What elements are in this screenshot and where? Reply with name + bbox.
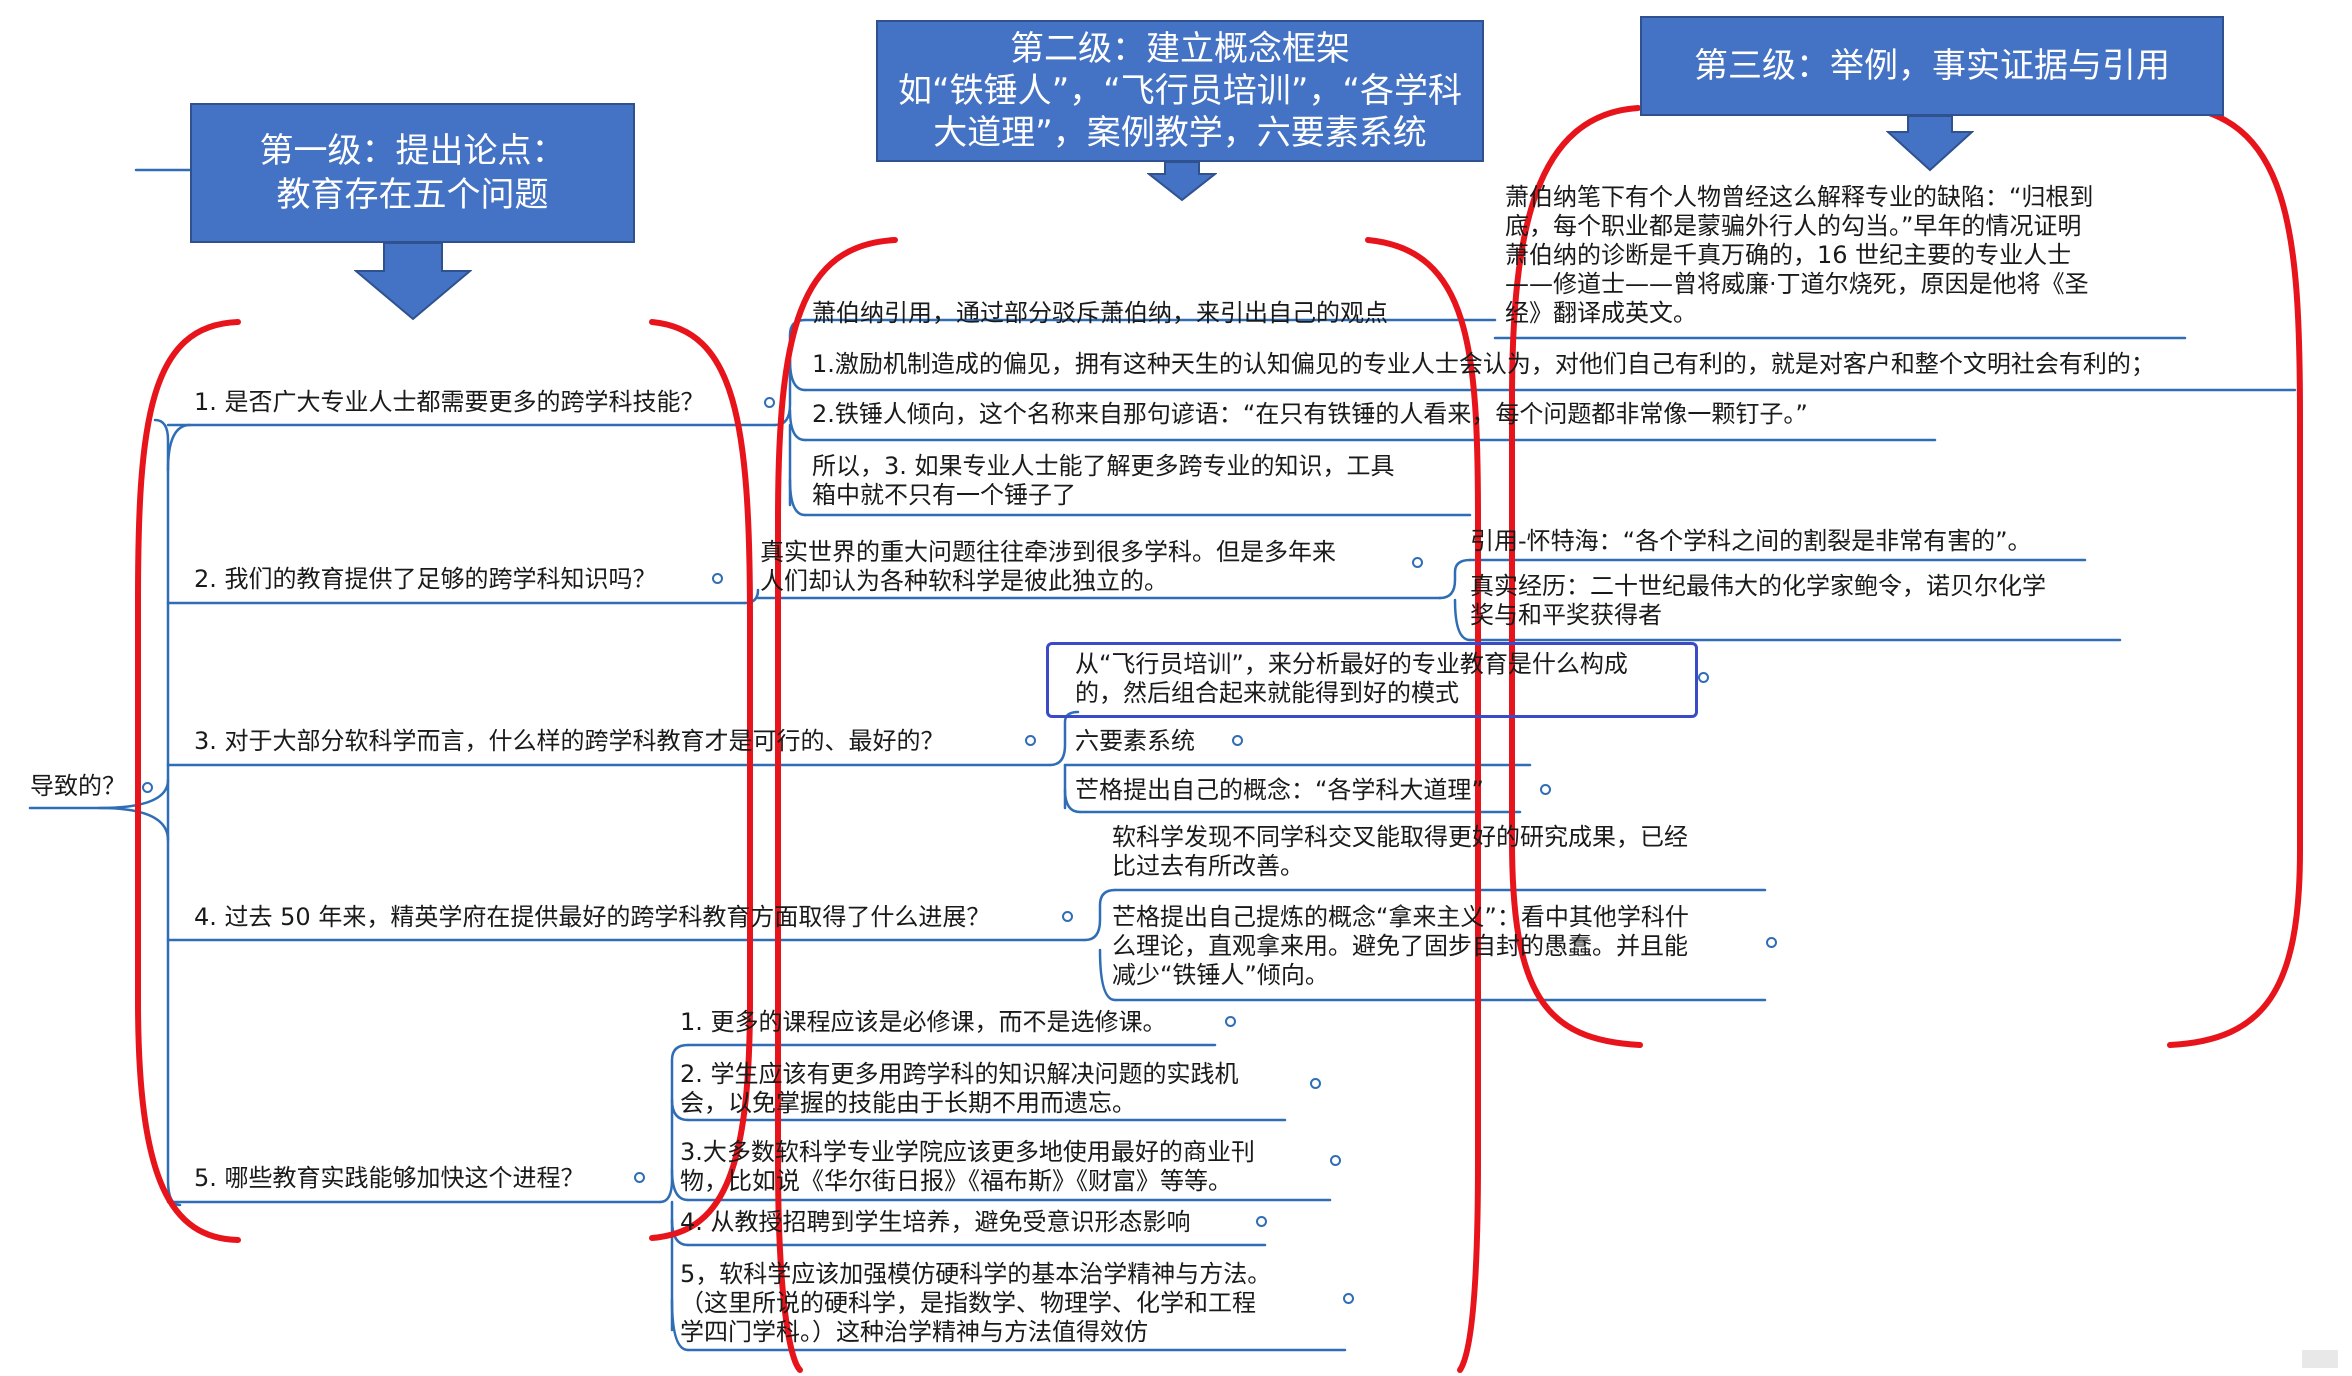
level1-line-2: 教育存在五个问题 <box>276 175 549 215</box>
q1-child-incentive-bias[interactable]: 1.激励机制造成的偏见，拥有这种天生的认知偏见的专业人士会认为，对他们自己有利的… <box>812 350 2155 378</box>
level3-arrow-icon <box>1886 116 1974 172</box>
level3-callout: 第三级：举例，事实证据与引用 <box>1640 16 2224 116</box>
q1-child-conclusion[interactable]: 所以，3. 如果专业人士能了解更多跨专业的知识，工具 箱中就不只有一个锤子了 <box>812 452 1395 509</box>
question-3[interactable]: 3. 对于大部分软科学而言，什么样的跨学科教育才是可行的、最好的？ <box>194 727 945 755</box>
collapse-icon[interactable] <box>1412 557 1423 568</box>
collapse-icon[interactable] <box>1766 937 1777 948</box>
collapse-icon[interactable] <box>1256 1216 1267 1227</box>
q2-child-real-world[interactable]: 真实世界的重大问题往往牵涉到很多学科。但是多年来 人们却认为各种软科学是彼此独立… <box>760 538 1336 595</box>
collapse-icon[interactable] <box>1330 1155 1341 1166</box>
question-5[interactable]: 5. 哪些教育实践能够加快这个进程？ <box>194 1164 585 1192</box>
level1-callout: 第一级：提出论点： 教育存在五个问题 <box>190 103 635 243</box>
collapse-icon[interactable] <box>1025 735 1036 746</box>
q5-child-required-courses[interactable]: 1. 更多的课程应该是必修课，而不是选修课。 <box>680 1008 1167 1036</box>
collapse-icon[interactable] <box>1540 784 1551 795</box>
collapse-icon[interactable] <box>1225 1016 1236 1027</box>
q5-child-ideology[interactable]: 4. 从教授招聘到学生培养，避免受意识形态影响 <box>680 1208 1191 1236</box>
collapse-icon[interactable] <box>1310 1078 1321 1089</box>
level2-callout: 第二级：建立概念框架 如“铁锤人”，“飞行员培训”，“各学科 大道理”，案例教学… <box>876 20 1484 162</box>
level1-arrow-icon <box>354 243 472 321</box>
bracket-left-open <box>135 319 241 1243</box>
level1-line-1: 第一级：提出论点： <box>259 131 566 171</box>
q3-child-pilot-training[interactable]: 从“飞行员培训”，来分析最好的专业教育是什么构成 的，然后组合起来就能得到好的模… <box>1075 650 1628 707</box>
collapse-icon[interactable] <box>1698 672 1709 683</box>
collapse-icon[interactable] <box>634 1172 645 1183</box>
q3-child-six-elements[interactable]: 六要素系统 <box>1075 727 1195 755</box>
q3-highlight-box <box>1046 642 1698 718</box>
collapse-icon[interactable] <box>1343 1293 1354 1304</box>
question-1[interactable]: 1. 是否广大专业人士都需要更多的跨学科技能？ <box>194 388 705 416</box>
level2-line-1: 第二级：建立概念框架 <box>1010 29 1350 69</box>
collapse-icon[interactable] <box>1232 735 1243 746</box>
q2-evidence-pauling[interactable]: 真实经历：二十世纪最伟大的化学家鲍令，诺贝尔化学 奖与和平奖获得者 <box>1470 572 2046 629</box>
shaw-quote[interactable]: 萧伯纳笔下有个人物曾经这么解释专业的缺陷：“归根到 底，每个职业都是蒙骗外行人的… <box>1505 183 2094 327</box>
level2-line-3: 大道理”，案例教学，六要素系统 <box>933 113 1427 153</box>
q5-child-hard-science[interactable]: 5，软科学应该加强模仿硬科学的基本治学精神与方法。 （这里所说的硬科学，是指数学… <box>680 1260 1272 1346</box>
root-node[interactable]: 导致的？ <box>30 772 126 800</box>
q3-child-munger-concept[interactable]: 芒格提出自己的概念：“各学科大道理” <box>1075 776 1484 804</box>
level2-line-2: 如“铁锤人”，“飞行员培训”，“各学科 <box>897 71 1463 111</box>
collapse-icon[interactable] <box>764 397 775 408</box>
q1-child-hammer-tendency[interactable]: 2.铁锤人倾向，这个名称来自那句谚语：“在只有铁锤的人看来，每个问题都非常像一颗… <box>812 400 1808 428</box>
collapse-icon[interactable] <box>712 573 723 584</box>
q4-child-soft-science[interactable]: 软科学发现不同学科交叉能取得更好的研究成果，已经 比过去有所改善。 <box>1112 823 1688 880</box>
corner-watermark <box>2302 1350 2338 1368</box>
q5-child-business-journals[interactable]: 3.大多数软科学专业学院应该更多地使用最好的商业刊 物，比如说《华尔街日报》《福… <box>680 1138 1255 1195</box>
bracket-left-close <box>649 319 753 1241</box>
q2-evidence-whitehead[interactable]: 引用-怀特海：“各个学科之间的割裂是非常有害的”。 <box>1470 527 2032 555</box>
level3-line-1: 第三级：举例，事实证据与引用 <box>1694 46 2170 86</box>
q1-child-shaw-intro[interactable]: 萧伯纳引用，通过部分驳斥萧伯纳，来引出自己的观点 <box>812 299 1388 327</box>
bracket-middle-open <box>775 237 898 1373</box>
bracket-right-open <box>1509 105 1643 1048</box>
question-2[interactable]: 2. 我们的教育提供了足够的跨学科知识吗？ <box>194 565 657 593</box>
q5-child-practice[interactable]: 2. 学生应该有更多用跨学科的知识解决问题的实践机 会，以免掌握的技能由于长期不… <box>680 1060 1239 1117</box>
bracket-right-close <box>2165 102 2303 1048</box>
question-4[interactable]: 4. 过去 50 年来，精英学府在提供最好的跨学科教育方面取得了什么进展？ <box>194 903 991 931</box>
level2-arrow-icon <box>1147 162 1217 202</box>
collapse-icon[interactable] <box>142 782 153 793</box>
q4-child-take-ism[interactable]: 芒格提出自己提炼的概念“拿来主义”：看中其他学科什 么理论，直观拿来用。避免了固… <box>1112 903 1689 989</box>
collapse-icon[interactable] <box>1062 911 1073 922</box>
bracket-middle-close <box>1365 237 1481 1373</box>
